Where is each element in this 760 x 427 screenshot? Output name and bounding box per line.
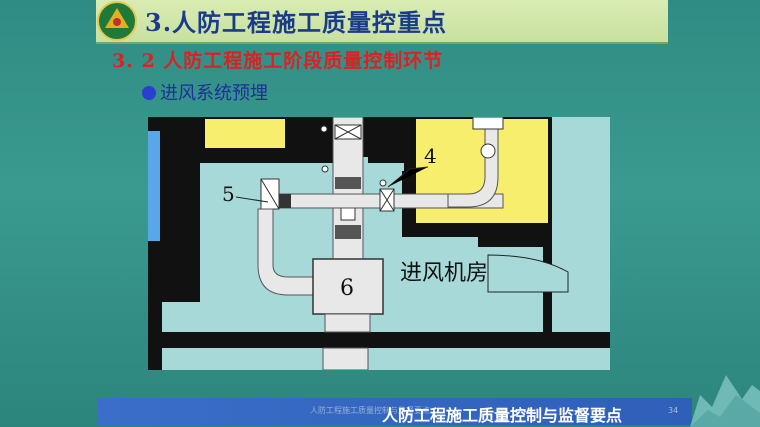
filter-bottom (335, 225, 361, 239)
gauge-icon (480, 143, 496, 159)
page-title: 3.人防工程施工质量控重点 (145, 8, 448, 37)
valve-4-marker-icon (379, 179, 387, 187)
bullet-item: 进风系统预埋 (142, 79, 268, 105)
wall-column-left (162, 117, 200, 302)
yellow-room-a (205, 119, 285, 148)
label-6: 6 (340, 276, 354, 301)
section-subtitle: 3. 2 人防工程施工阶段质量控制环节 (112, 50, 444, 72)
footer-small-text: 人防工程施工质量控制与监督要点 (310, 406, 430, 415)
room-label: 进风机房 (400, 261, 488, 286)
bottom-duct (322, 347, 369, 370)
page-number: 34 (668, 406, 679, 415)
title-bar (96, 0, 668, 44)
bullet-text: 进风系统预埋 (160, 83, 268, 104)
equipment-6-outlet (324, 313, 371, 333)
valve-top-cross-icon (334, 124, 362, 140)
side-window (148, 131, 160, 241)
top-marker-icon (320, 125, 328, 133)
wall-bottom (148, 332, 610, 348)
civil-defense-logo (97, 1, 137, 41)
valve-4-cross-icon (379, 188, 395, 212)
footer-bar (98, 398, 692, 425)
filter-top (335, 177, 361, 189)
right-open-area (552, 117, 610, 332)
equipment-6 (312, 258, 384, 315)
mid-marker-icon (321, 165, 329, 173)
footer-title: 人防工程施工质量控制与监督要点 (382, 406, 623, 425)
logo-dot-icon (113, 18, 121, 26)
valve-5-flange (279, 194, 291, 208)
valve-5-slash-icon (260, 178, 280, 210)
label-4: 4 (424, 144, 437, 168)
right-elbow-duct (447, 121, 499, 208)
door-swing (487, 254, 569, 293)
wall-top-c (368, 117, 402, 167)
corridor-gap (200, 163, 404, 171)
wall-room-top (478, 237, 552, 247)
ventilation-drawing: 5 4 6 进风机房 (148, 117, 610, 370)
leader-line-5 (235, 196, 269, 203)
mountain-decoration (690, 375, 760, 427)
bullet-dot-icon (142, 86, 156, 100)
top-right-vent (472, 117, 504, 130)
label-5: 5 (222, 182, 235, 206)
leader-line-4 (387, 166, 429, 188)
